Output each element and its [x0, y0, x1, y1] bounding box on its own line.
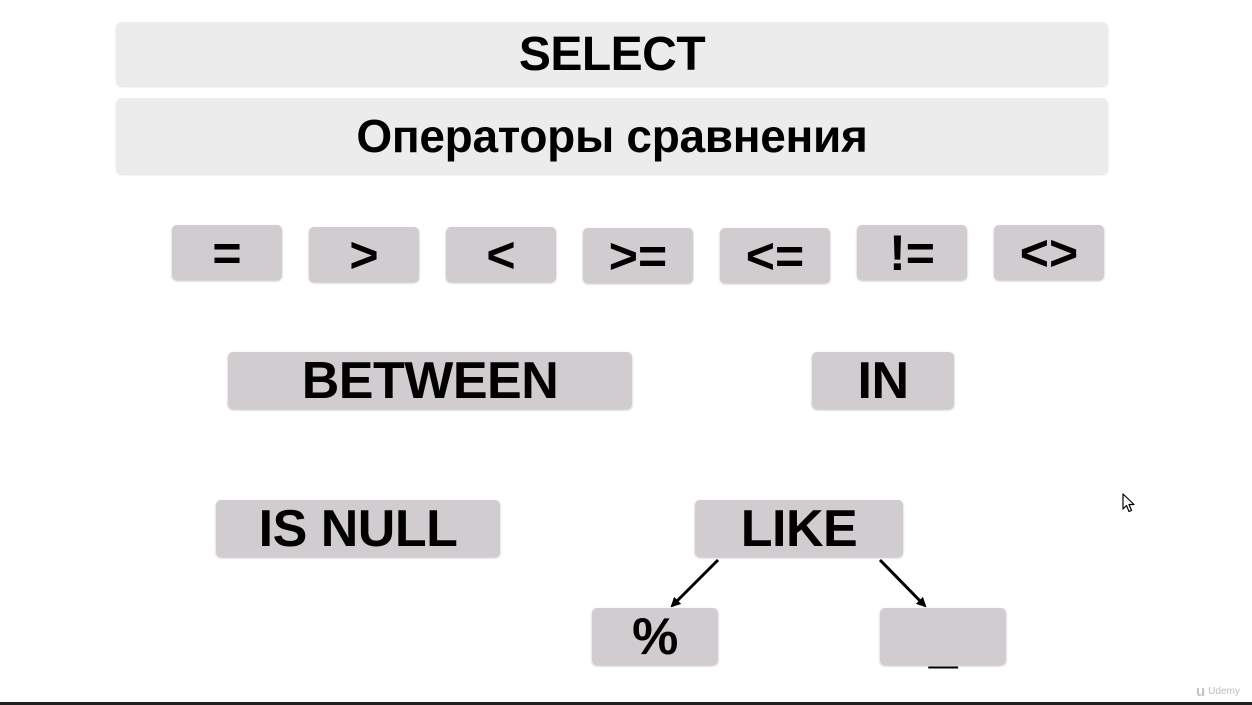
slide-title: SELECT	[116, 22, 1108, 86]
watermark-text: Udemy	[1208, 686, 1240, 697]
operator-equal: =	[172, 224, 282, 281]
operator-label: >	[349, 226, 379, 283]
slide-title-text: SELECT	[518, 27, 706, 81]
operator-label: <>	[1019, 224, 1079, 281]
operator-label: !=	[889, 224, 935, 281]
operator-greater-equal: >=	[583, 227, 693, 284]
operator-like: LIKE	[695, 499, 903, 558]
slide-subtitle-text: Операторы сравнения	[356, 110, 868, 162]
operator-not-equal: !=	[857, 224, 967, 281]
operator-is-null: IS NULL	[216, 499, 500, 558]
operator-less-equal: <=	[720, 227, 830, 284]
operator-label: LIKE	[740, 499, 858, 558]
wildcard-percent: %	[592, 607, 718, 666]
slide-subtitle: Операторы сравнения	[116, 98, 1108, 174]
operator-greater: >	[309, 226, 419, 283]
operator-label: IS NULL	[258, 499, 458, 558]
udemy-logo-icon: u	[1196, 683, 1206, 700]
wildcard-label: _	[928, 616, 958, 674]
wildcard-label: %	[632, 607, 678, 666]
operator-label: <	[486, 226, 516, 283]
operator-in: IN	[812, 351, 954, 410]
operator-label: BETWEEN	[301, 351, 559, 410]
operator-less: <	[446, 226, 556, 283]
brand-watermark: u Udemy	[1196, 683, 1240, 700]
wildcard-underscore: _	[880, 608, 1006, 671]
operator-between: BETWEEN	[228, 351, 632, 410]
operator-label: IN	[857, 351, 910, 410]
mouse-pointer-icon	[1122, 493, 1135, 513]
operator-label: =	[212, 224, 242, 281]
operator-label: >=	[608, 227, 668, 284]
operator-not-equal-alt: <>	[994, 224, 1104, 281]
arrow-icon	[670, 558, 720, 608]
operator-label: <=	[745, 227, 805, 284]
arrow-icon	[878, 558, 927, 608]
video-bottom-bar	[0, 702, 1252, 705]
